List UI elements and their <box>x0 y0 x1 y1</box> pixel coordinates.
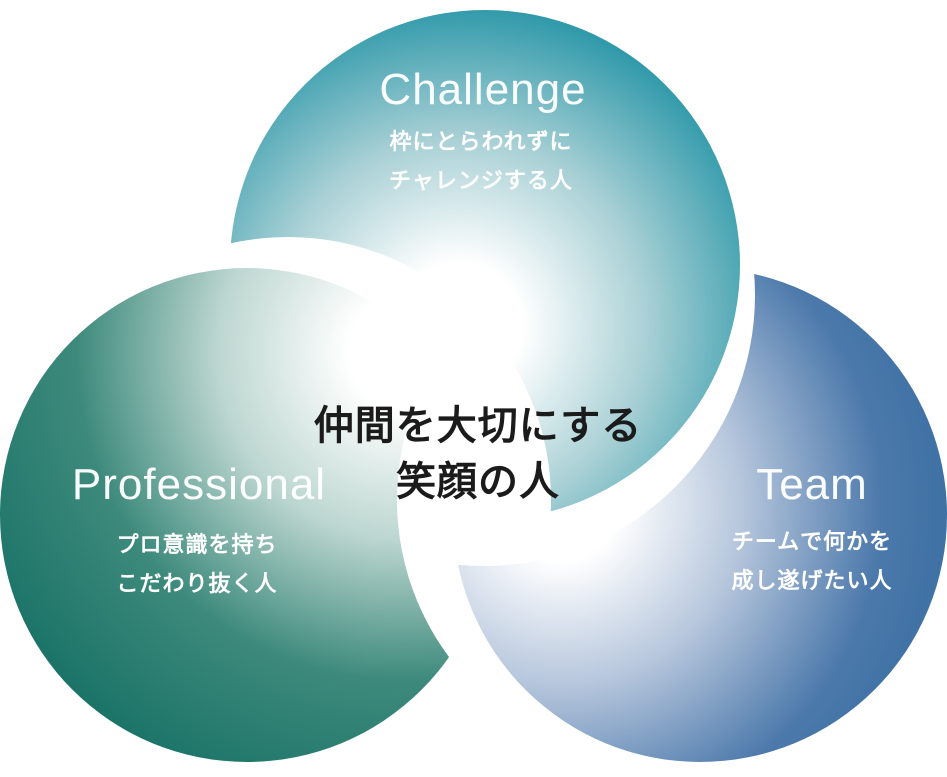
professional-title: Professional <box>71 460 327 509</box>
team-description: チームで何かを 成し遂げたい人 <box>731 522 892 600</box>
professional-circle <box>0 268 494 762</box>
challenge-description-line2: チャレンジする人 <box>389 168 573 193</box>
center-statement-line2: 笑顔の人 <box>396 460 560 504</box>
professional-description-line1: プロ意識を持ち <box>116 532 278 557</box>
challenge-description-line1: 枠にとらわれずに <box>389 129 573 154</box>
professional-description-line2: こだわり抜く人 <box>116 571 278 596</box>
professional-description: プロ意識を持ち こだわり抜く人 <box>116 525 277 603</box>
team-circle <box>453 268 947 762</box>
challenge-description: 枠にとらわれずに チャレンジする人 <box>389 122 573 200</box>
center-statement: 仲間を大切にする 笑顔の人 <box>314 398 642 510</box>
center-statement-line1: 仲間を大切にする <box>313 404 643 448</box>
team-description-line2: 成し遂げたい人 <box>731 568 893 593</box>
team-description-line1: チームで何かを <box>731 529 893 554</box>
challenge-title: Challenge <box>379 65 587 114</box>
team-title: Team <box>756 460 868 509</box>
